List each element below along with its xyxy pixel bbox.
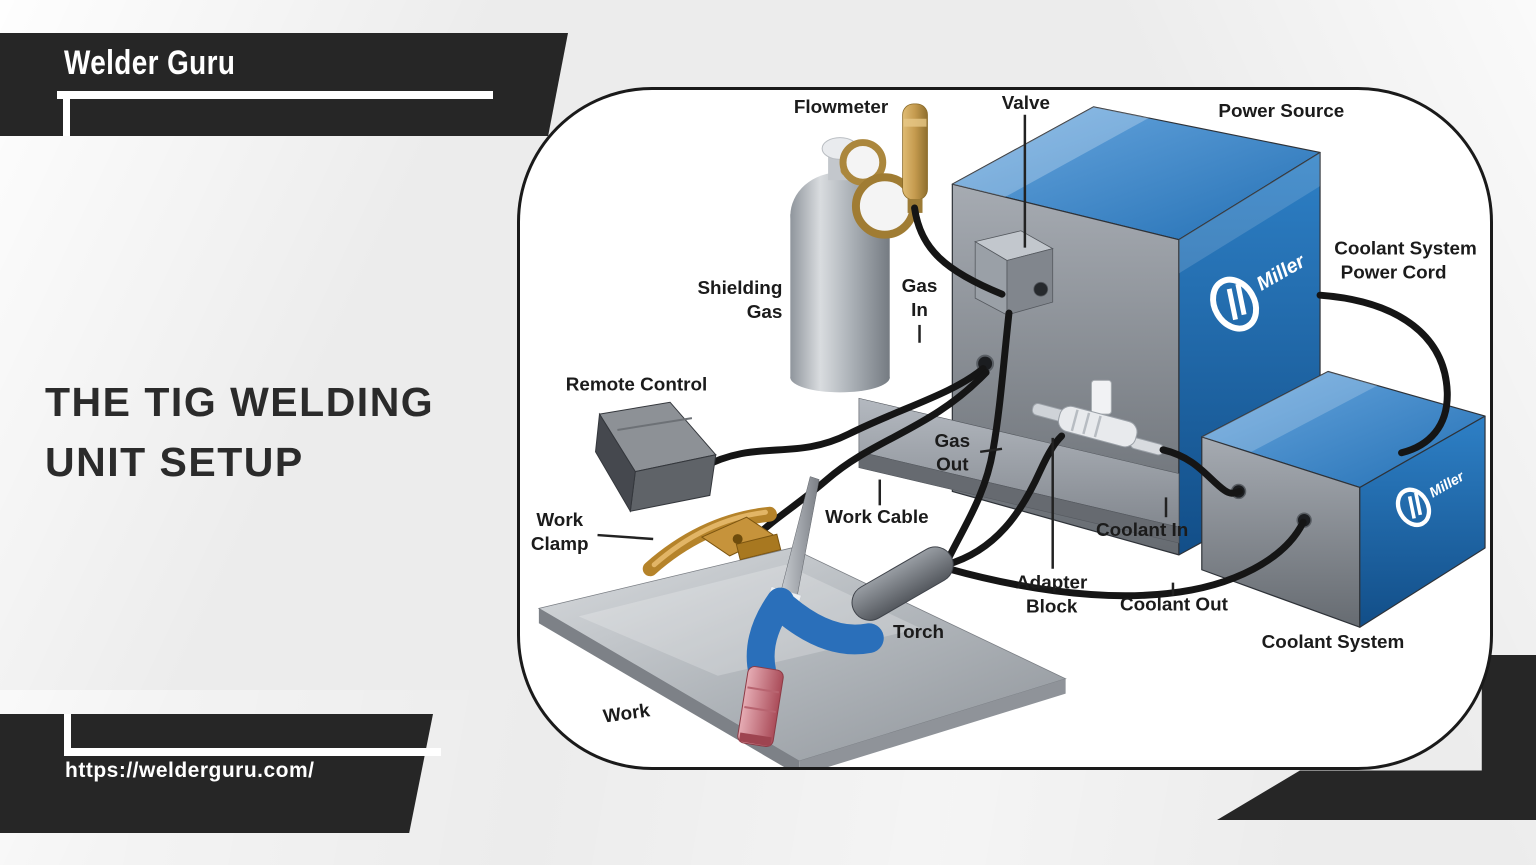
page-title-line1: THE TIG WELDING (45, 379, 435, 425)
label-coolant-cord-1: Coolant System (1334, 238, 1477, 259)
work-clamp-leader (597, 533, 654, 541)
label-adapter-block-2: Block (1026, 595, 1078, 616)
valve-block (974, 230, 1054, 316)
label-coolant-in: Coolant In (1096, 519, 1188, 540)
diagram-panel: Miller Miller (517, 87, 1493, 770)
label-coolant-cord-2: Power Cord (1341, 261, 1447, 282)
site-url: https://welderguru.com/ (65, 759, 315, 782)
page-title: THE TIG WELDING UNIT SETUP (45, 372, 434, 492)
brand-name: Welder Guru (64, 44, 236, 82)
label-power-source: Power Source (1218, 100, 1344, 121)
label-gas-out-2: Out (936, 454, 969, 475)
label-gas-in-2: In (911, 299, 928, 320)
label-coolant-out: Coolant Out (1120, 593, 1229, 614)
label-shielding-gas-2: Gas (747, 301, 783, 322)
banner-underline-horizontal (57, 91, 493, 99)
url-banner-line-horizontal (64, 748, 441, 756)
label-valve: Valve (1002, 92, 1050, 113)
banner-underline-vertical (63, 99, 70, 136)
label-gas-out-1: Gas (934, 430, 970, 451)
label-remote-control: Remote Control (566, 373, 708, 394)
label-work-clamp-2: Clamp (531, 533, 589, 554)
label-flowmeter: Flowmeter (794, 96, 889, 117)
label-shielding-gas-1: Shielding (697, 277, 782, 298)
tig-welding-diagram: Miller Miller (531, 92, 1486, 767)
label-adapter-block-1: Adapter (1016, 572, 1088, 593)
label-work-cable: Work Cable (825, 506, 928, 527)
label-coolant-system: Coolant System (1262, 631, 1405, 652)
label-work-clamp-1: Work (536, 509, 583, 530)
remote-control-pedal (595, 401, 717, 513)
label-gas-in-1: Gas (902, 275, 938, 296)
page-title-line2: UNIT SETUP (45, 439, 304, 485)
label-work: Work (602, 699, 652, 726)
label-torch: Torch (893, 621, 944, 642)
